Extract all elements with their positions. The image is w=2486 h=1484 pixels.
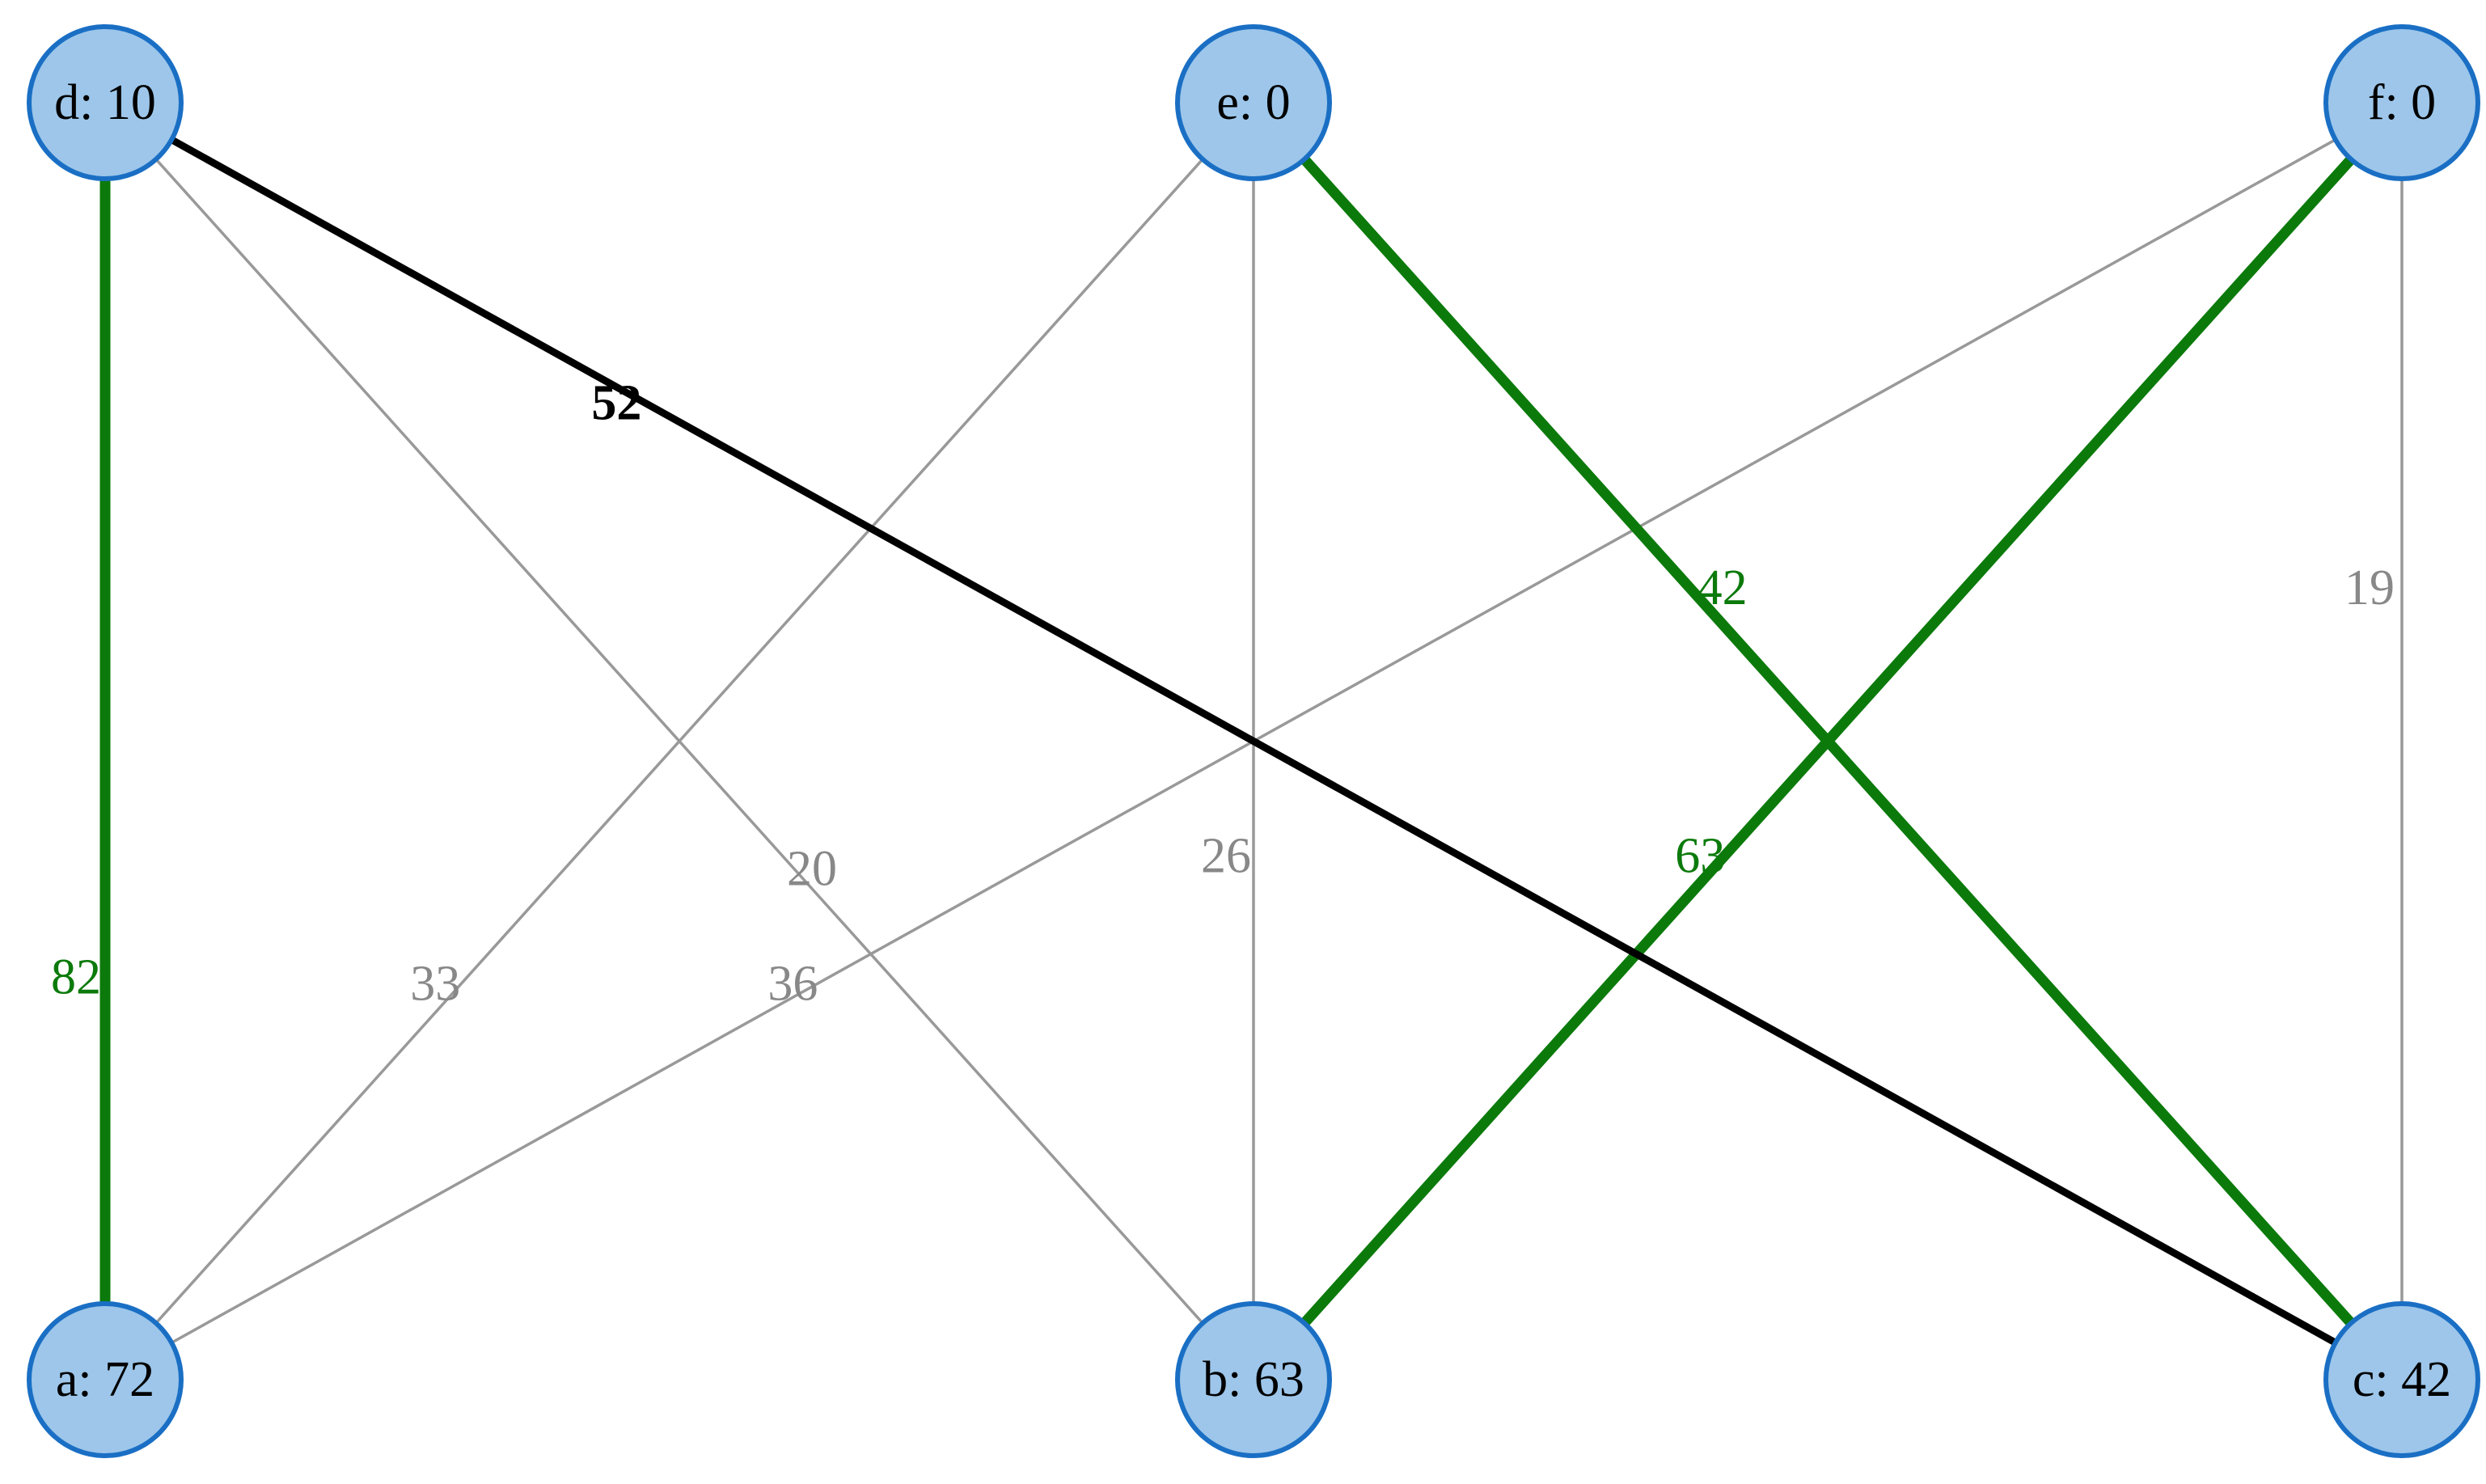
node-d: d: 10 (27, 24, 184, 181)
node-b: b: 63 (1175, 1301, 1332, 1458)
edge-weight-label-d-a: 82 (51, 950, 101, 1005)
edge-weight-label-d-b: 20 (787, 841, 837, 896)
node-label-e: e: 0 (1216, 75, 1290, 130)
edge-weight-label-e-a: 33 (410, 957, 460, 1012)
edge-e-a (104, 101, 1255, 1381)
node-c: c: 42 (2323, 1301, 2480, 1458)
node-label-c: c: 42 (2353, 1352, 2451, 1407)
edge-weight-label-d-c: 52 (591, 376, 641, 431)
node-circle-f (2323, 24, 2480, 181)
edge-labels-layer: 82 20 52 33 26 42 36 63 19 (51, 376, 2395, 1012)
node-a: a: 72 (27, 1301, 184, 1458)
node-circle-b (1175, 1301, 1332, 1458)
node-e: e: 0 (1175, 24, 1332, 181)
edges-layer (99, 99, 2406, 1384)
node-circle-a (27, 1301, 184, 1458)
node-label-b: b: 63 (1203, 1352, 1304, 1407)
edge-weight-label-f-b: 63 (1675, 829, 1725, 884)
node-label-d: d: 10 (54, 75, 156, 130)
node-label-a: a: 72 (56, 1352, 154, 1407)
node-circle-c (2323, 1301, 2480, 1458)
edge-weight-label-f-a: 36 (767, 957, 818, 1012)
edge-weight-label-e-c: 42 (1697, 560, 1748, 615)
edge-d-c (103, 99, 2404, 1383)
node-circle-d (27, 24, 184, 181)
node-label-f: f: 0 (2368, 75, 2436, 130)
node-circle-e (1175, 24, 1332, 181)
edge-f-b (1249, 99, 2406, 1384)
edge-weight-label-f-c: 19 (2344, 560, 2395, 615)
edge-weight-label-e-b: 26 (1201, 829, 1251, 884)
nodes-layer: d: 10 e: 0 f: 0 a: 72 b: 63 c: 42 (27, 24, 2480, 1458)
node-f: f: 0 (2323, 24, 2480, 181)
